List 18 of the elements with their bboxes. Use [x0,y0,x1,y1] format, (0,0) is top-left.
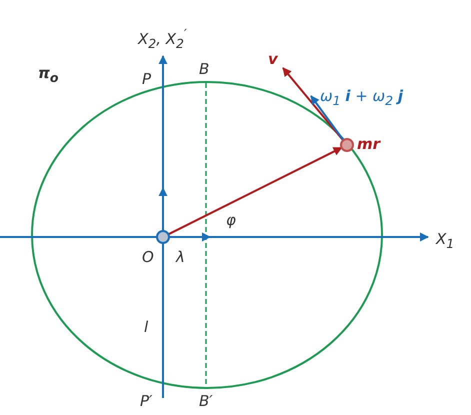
point-label: B′ [199,394,213,409]
arrow [310,95,344,141]
point-label: π$_{o}$ [38,66,58,84]
velocity-label: v [268,52,278,67]
point-label: l [144,320,148,335]
angular-velocity-label: ω$_{1}$ i + ω$_{2}$ j [320,89,404,108]
point-label: P′ [140,394,152,409]
point-label: mr [357,137,380,152]
origin-point [156,230,170,244]
point-label: λ [176,250,185,265]
arrow [282,67,344,142]
point-label: B [199,62,210,77]
point-label: φ [226,213,236,228]
point-label: O [142,250,154,265]
arrow [168,146,342,236]
point-label: P [142,72,152,87]
mass-point [340,138,354,152]
point-label: X$_{1}$ [436,232,454,250]
